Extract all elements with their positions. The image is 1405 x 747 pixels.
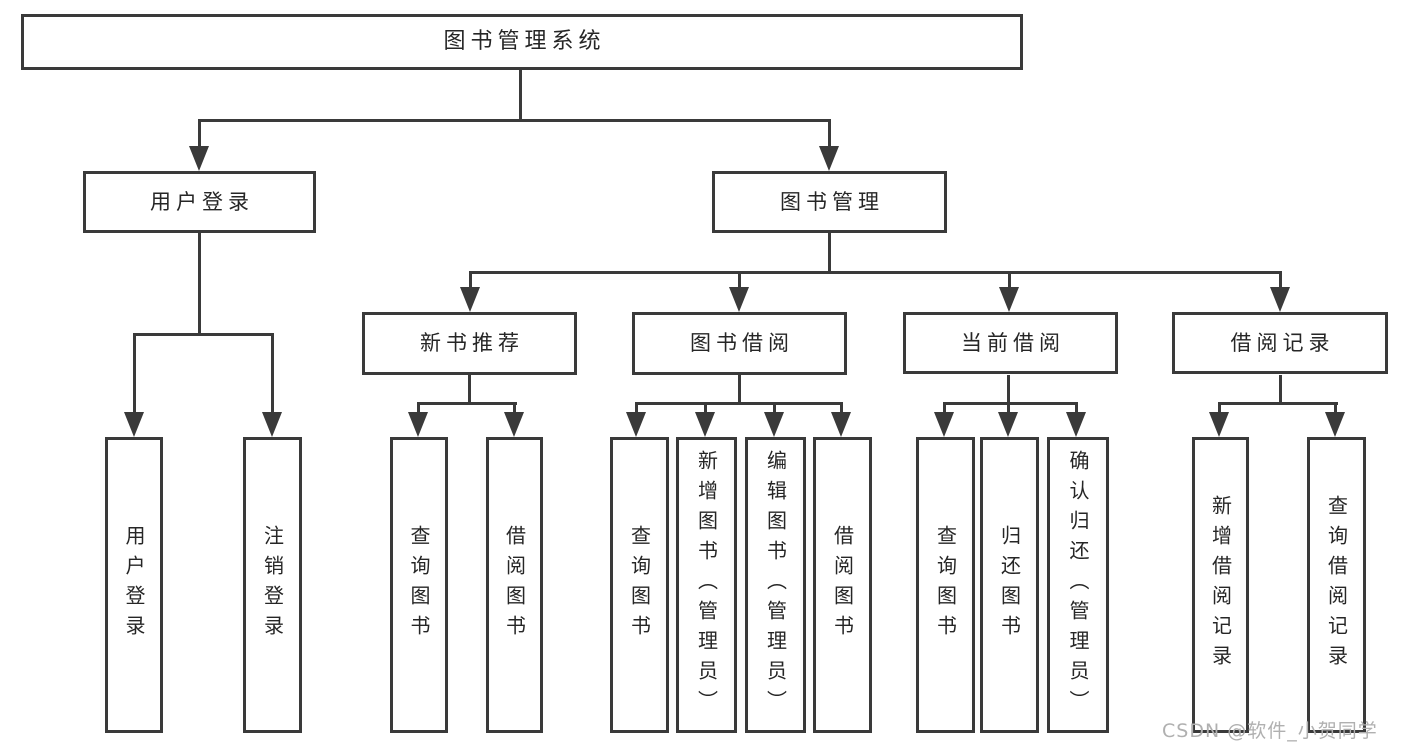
node-label: 借阅记录: [1230, 330, 1335, 355]
leaf-query-book-2: 查询图书: [610, 437, 669, 733]
connector-line: [738, 271, 741, 289]
node-new-book-recommend: 新书推荐: [362, 312, 577, 375]
arrow-head: [460, 287, 480, 312]
connector-line: [1218, 402, 1338, 405]
connector-line: [1007, 375, 1010, 405]
connector-line: [635, 402, 843, 405]
leaf-edit-book-admin: 编辑图书（管理员）: [745, 437, 806, 733]
connector-line: [704, 402, 707, 415]
connector-line: [271, 333, 274, 414]
connector-line: [469, 271, 1282, 274]
node-label: 用户登录: [150, 189, 254, 214]
connector-line: [198, 119, 831, 122]
arrow-head: [626, 412, 646, 437]
arrow-head: [1325, 412, 1345, 437]
leaf-query-book-3: 查询图书: [916, 437, 975, 733]
connector-line: [417, 402, 517, 405]
arrow-head: [729, 287, 749, 312]
arrow-head: [998, 412, 1018, 437]
connector-line: [1218, 402, 1221, 415]
connector-line: [943, 402, 1078, 405]
connector-line: [513, 402, 516, 415]
node-label: 查询图书: [627, 525, 652, 645]
leaf-add-borrow-record: 新增借阅记录: [1192, 437, 1249, 733]
node-label: 查询借阅记录: [1324, 495, 1349, 675]
connector-line: [773, 402, 776, 415]
arrow-head: [504, 412, 524, 437]
node-label: 借阅图书: [502, 525, 527, 645]
connector-line: [738, 375, 741, 405]
connector-line: [840, 402, 843, 415]
node-library-system: 图书管理系统: [21, 14, 1023, 70]
node-label: 编辑图书（管理员）: [763, 450, 788, 720]
arrow-head: [934, 412, 954, 437]
connector-line: [1075, 402, 1078, 415]
leaf-return-book: 归还图书: [980, 437, 1039, 733]
connector-line: [198, 233, 201, 335]
arrow-head: [764, 412, 784, 437]
arrow-head: [262, 412, 282, 437]
arrow-head: [1066, 412, 1086, 437]
connector-line: [1008, 271, 1011, 289]
leaf-borrow-book-2: 借阅图书: [813, 437, 872, 733]
arrow-head: [1209, 412, 1229, 437]
connector-line: [519, 68, 522, 122]
arrow-head: [695, 412, 715, 437]
connector-line: [1279, 271, 1282, 289]
node-label: 图书管理: [780, 189, 884, 214]
leaf-logout: 注销登录: [243, 437, 302, 733]
node-label: 查询图书: [407, 525, 431, 645]
leaf-query-book-1: 查询图书: [390, 437, 448, 733]
connector-line: [828, 233, 831, 273]
arrow-head: [831, 412, 851, 437]
node-book-borrow: 图书借阅: [632, 312, 847, 375]
node-label: 归还图书: [997, 525, 1022, 645]
leaf-add-book-admin: 新增图书（管理员）: [676, 437, 737, 733]
node-label: 图书管理系统: [443, 29, 606, 54]
node-label: 用户登录: [122, 525, 146, 645]
node-borrow-records: 借阅记录: [1172, 312, 1388, 374]
connector-line: [133, 333, 274, 336]
node-label: 新增借阅记录: [1208, 495, 1233, 675]
connector-line: [943, 402, 946, 415]
leaf-query-borrow-record: 查询借阅记录: [1307, 437, 1366, 733]
leaf-confirm-return-admin: 确认归还（管理员）: [1047, 437, 1109, 733]
watermark: CSDN @软件_小贺同学: [1162, 720, 1378, 742]
leaf-borrow-book-1: 借阅图书: [486, 437, 543, 733]
connector-line: [1334, 402, 1337, 415]
connector-line: [1007, 402, 1010, 415]
connector-line: [828, 119, 831, 149]
node-label: 注销登录: [260, 525, 285, 645]
connector-line: [198, 119, 201, 149]
arrow-head: [124, 412, 144, 437]
node-label: 确认归还（管理员）: [1066, 450, 1090, 720]
connector-line: [468, 375, 471, 405]
node-label: 图书借阅: [690, 331, 794, 355]
arrow-head: [189, 146, 209, 171]
arrow-head: [819, 146, 839, 171]
connector-line: [635, 402, 638, 415]
node-label: 当前借阅: [961, 330, 1065, 355]
node-current-borrow: 当前借阅: [903, 312, 1118, 374]
connector-line: [133, 333, 136, 414]
node-user-login: 用户登录: [83, 171, 316, 233]
node-label: 新书推荐: [420, 331, 524, 355]
arrow-head: [999, 287, 1019, 312]
node-label: 借阅图书: [830, 525, 855, 645]
connector-line: [469, 271, 472, 289]
leaf-user-login: 用户登录: [105, 437, 163, 733]
connector-line: [1279, 375, 1282, 405]
arrow-head: [1270, 287, 1290, 312]
node-label: 查询图书: [933, 525, 958, 645]
connector-line: [417, 402, 420, 415]
node-label: 新增图书（管理员）: [694, 450, 719, 720]
arrow-head: [408, 412, 428, 437]
node-book-management: 图书管理: [712, 171, 947, 233]
